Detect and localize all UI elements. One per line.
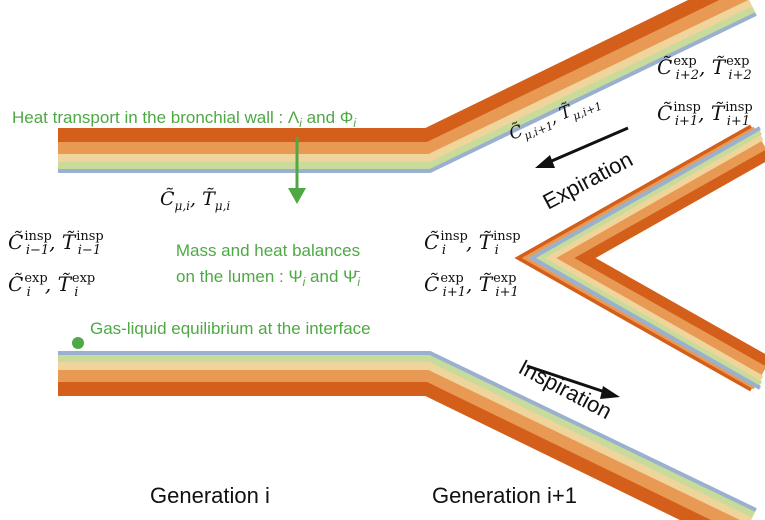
inspiration-arrow-head: [600, 386, 620, 399]
expiration-arrow-shaft: [546, 126, 629, 165]
interface-point-marker: [72, 337, 84, 349]
heat-transport-sub: i: [299, 116, 302, 130]
generation-i-label: Generation i: [150, 483, 270, 508]
expiration-arrow-head: [535, 155, 555, 168]
mass-heat-line2: on the lumen : Ψ: [176, 267, 303, 286]
svg-text:C̃μ,i, T̃μ,i: C̃μ,i, T̃μ,i: [160, 188, 230, 213]
mass-heat-line1: Mass and heat balances: [176, 241, 360, 260]
svg-text:Heat transport in the bronchia: Heat transport in the bronchial wall : Λ…: [12, 108, 356, 130]
math-c-mu-i: C̃μ,i, T̃μ,i: [160, 188, 230, 213]
upper-wall: [58, 0, 757, 173]
heat-transport-annotation: Heat transport in the bronchial wall : Λ…: [12, 108, 356, 204]
mass-heat-sub2: i: [357, 275, 360, 289]
generation-i1-label: Generation i+1: [432, 483, 577, 508]
gas-liquid-text: Gas-liquid equilibrium at the interface: [90, 319, 371, 338]
heat-transport-text: Heat transport in the bronchial wall : Λ: [12, 108, 300, 127]
mass-heat-annotation: Mass and heat balances on the lumen : Ψi…: [176, 241, 360, 289]
heat-transport-and: and Φ: [302, 108, 353, 127]
svg-text:on the lumen : Ψi and Ψ̄i: on the lumen : Ψi and Ψ̄i: [176, 267, 360, 289]
carina-wall: [514, 124, 765, 392]
heat-arrow-head: [288, 188, 306, 204]
lower-wall: [58, 351, 757, 520]
heat-transport-sub2: i: [353, 116, 356, 130]
gas-liquid-annotation: Gas-liquid equilibrium at the interface: [72, 319, 371, 349]
inspiration-arrow-shaft: [526, 364, 609, 395]
mass-heat-sub: i: [303, 275, 306, 289]
airway-walls: [58, 0, 765, 520]
mass-heat-and: and Ψ̄: [305, 267, 360, 286]
